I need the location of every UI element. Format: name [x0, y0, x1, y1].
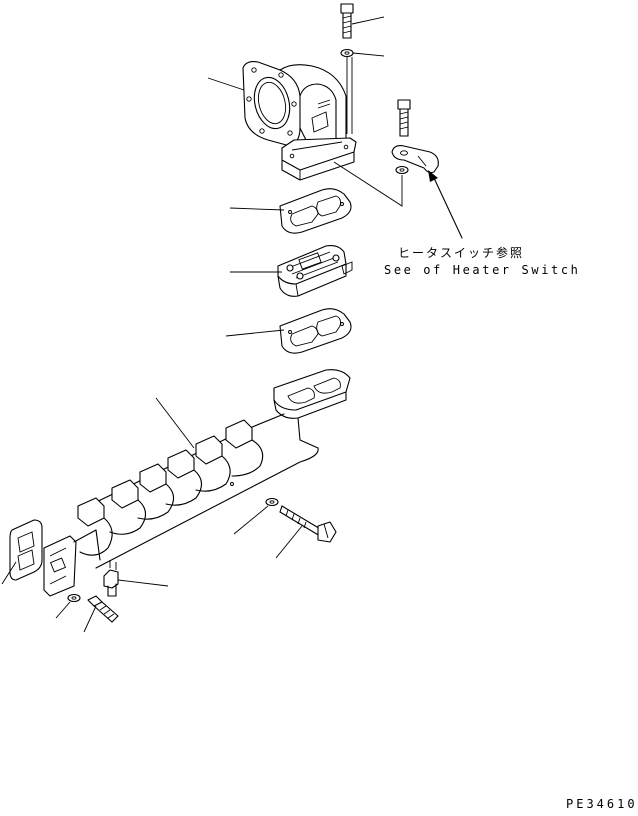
long-bolt — [279, 505, 337, 543]
note-arrow — [433, 177, 463, 239]
heater-block — [277, 245, 353, 297]
leader-long-bolt — [275, 525, 303, 559]
leader-drain-fitting — [117, 579, 169, 587]
heater-switch-note-japanese: ヒータスイッチ参照 — [398, 246, 525, 260]
bracket-washer — [395, 165, 409, 175]
leader-upper-gasket — [229, 207, 285, 211]
leader-right-washer — [233, 505, 269, 535]
drain-fitting — [103, 560, 119, 597]
lower-washer — [67, 593, 81, 603]
leader-manifold — [155, 397, 195, 449]
leader-end-gasket — [1, 561, 17, 585]
bracket-bolt — [397, 99, 411, 137]
top-bolt — [340, 3, 354, 39]
right-washer — [265, 497, 279, 507]
leader-lower-bolt — [83, 605, 97, 633]
heater-bracket — [391, 145, 439, 174]
leader-lower-gasket — [225, 329, 285, 337]
lower-gasket — [279, 308, 352, 354]
lower-bolt — [87, 595, 119, 623]
heater-switch-note-english: See of Heater Switch — [384, 263, 581, 277]
exhaust-manifold — [43, 369, 351, 597]
upper-gasket — [279, 188, 352, 234]
drawing-code: PE34610 — [566, 797, 638, 811]
top-washer — [340, 48, 354, 58]
leader-elbow — [207, 77, 245, 91]
leader-top-washer — [352, 52, 385, 57]
elbow-adapter — [242, 61, 357, 181]
leader-lower-washer — [55, 601, 71, 619]
end-gasket — [9, 519, 43, 581]
leader-top-bolt — [351, 16, 385, 25]
